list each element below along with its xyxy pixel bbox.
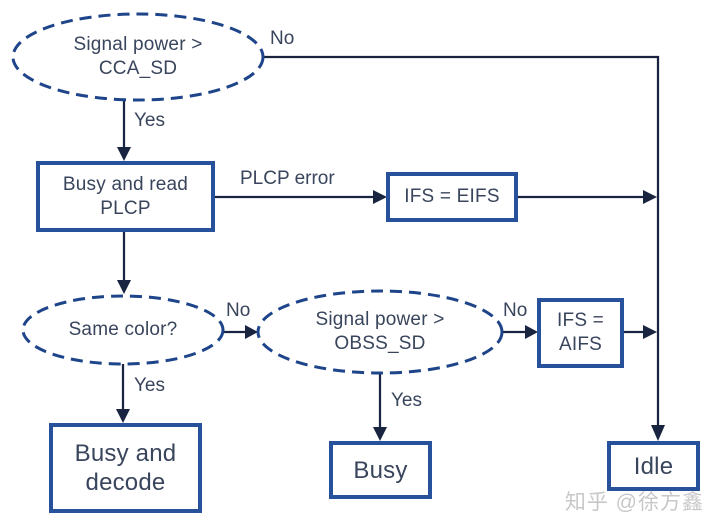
arrowhead-into-obss: [245, 325, 258, 339]
node-label-line: Signal power >: [315, 309, 445, 330]
node-label-line: decode: [85, 469, 166, 496]
node-label-eifs: IFS = EIFS: [388, 174, 516, 220]
node-label-obss: Signal power > OBSS_SD: [258, 292, 502, 372]
node-label-busy-decode: Busy and decode: [51, 425, 200, 511]
node-label-line: CCA_SD: [98, 58, 178, 79]
node-label-busy: Busy: [331, 443, 430, 497]
node-label-line: OBSS_SD: [334, 333, 426, 354]
box-idle: [607, 441, 700, 491]
arrowhead-aifs-merge: [643, 325, 657, 339]
zhihu-watermark: 知乎 @徐方鑫: [564, 491, 704, 514]
box-busy: [329, 441, 432, 499]
node-label-same-color: Same color?: [23, 296, 223, 364]
ellipse-same-color: [21, 294, 225, 366]
box-busy-and-decode: [49, 423, 202, 513]
arrowhead-into-aifs: [525, 325, 538, 339]
box-ifs-aifs: [537, 298, 624, 368]
box-busy-and-read-plcp: [36, 161, 215, 232]
node-label-line: Signal power >: [73, 34, 203, 55]
edge-cca-no-line: [263, 55, 660, 427]
edge-label-obss-no: No: [503, 300, 528, 321]
arrowheads: [116, 147, 665, 441]
arrowhead-into-same-color: [117, 280, 131, 294]
node-label-idle: Idle: [609, 443, 698, 489]
node-label-line: Busy and read: [62, 173, 189, 195]
node-label-cca: Signal power > CCA_SD: [18, 16, 258, 98]
arrowhead-into-idle: [651, 425, 665, 441]
state-boxes: [36, 161, 700, 513]
edge-label-cca-no: No: [270, 28, 295, 49]
arrowhead-into-eifs: [373, 190, 387, 204]
node-label-line: Busy: [353, 456, 408, 484]
edge-label-cca-yes: Yes: [134, 110, 165, 131]
node-label-line: IFS =: [557, 310, 604, 331]
arrowhead-eifs-merge: [643, 190, 657, 204]
connector-lines: [121, 55, 660, 429]
node-label-aifs: IFS = AIFS: [539, 300, 622, 366]
node-label-line: AIFS: [558, 334, 603, 355]
node-label-plcp: Busy and read PLCP: [38, 163, 213, 230]
decision-ellipses: [11, 12, 504, 375]
edge-label-plcp-error: PLCP error: [240, 168, 335, 189]
node-label-line: IFS = EIFS: [404, 186, 500, 207]
ellipse-signal-power-cca-sd: [11, 12, 265, 102]
edge-label-same-yes: Yes: [134, 375, 165, 396]
node-label-line: Same color?: [68, 319, 178, 340]
edge-label-obss-yes: Yes: [391, 390, 422, 411]
arrowhead-into-busy: [373, 427, 387, 441]
arrowhead-into-plcp: [117, 147, 131, 161]
node-label-line: Idle: [633, 452, 674, 480]
node-label-line: PLCP: [100, 197, 151, 219]
arrowhead-into-busy-decode: [116, 409, 130, 423]
box-ifs-eifs: [386, 172, 518, 222]
edge-label-same-no: No: [226, 300, 251, 321]
ellipse-signal-power-obss-sd: [256, 289, 504, 375]
node-label-line: Busy and: [74, 440, 177, 467]
